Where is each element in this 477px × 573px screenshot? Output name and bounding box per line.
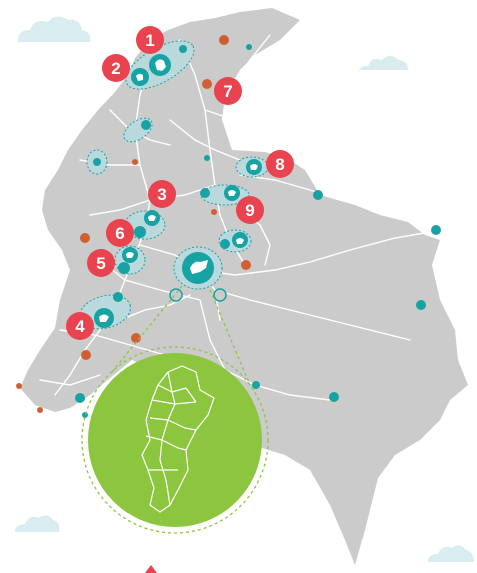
marker-badge (87, 249, 115, 277)
marker-2[interactable]: 2 (102, 54, 130, 82)
marker-label: 6 (115, 224, 124, 243)
cloud-icon (358, 56, 408, 74)
marker-label: 5 (96, 254, 105, 273)
marker-badge (266, 150, 294, 178)
marker-badge (106, 219, 134, 247)
marker-badge (102, 54, 130, 82)
marker-label: 3 (157, 185, 166, 204)
marker-badge (236, 196, 264, 224)
city-dots-teal (75, 44, 441, 418)
marker-5[interactable]: 5 (87, 249, 115, 277)
marker-label: 7 (223, 82, 232, 101)
north-marker (145, 565, 157, 573)
cloud-icon (428, 545, 474, 562)
marker-badge (136, 26, 164, 54)
zoom-connector (111, 285, 251, 386)
numbered-markers: 1 2 3 4 56 7 8 9 (66, 26, 294, 340)
marker-label: 4 (75, 317, 85, 336)
marker-6[interactable]: 6 (106, 219, 134, 247)
marker-badge (214, 77, 242, 105)
country-shape (20, 8, 468, 565)
district-outline (141, 365, 215, 513)
animal-silhouette-icon (99, 59, 258, 322)
city-outline-icon (169, 288, 227, 302)
marker-7[interactable]: 7 (214, 77, 242, 105)
cloud-icon (18, 16, 91, 42)
cloud-icon (15, 515, 60, 532)
city-dots-orange (16, 35, 251, 413)
marker-1[interactable]: 1 (136, 26, 164, 54)
marker-badge (66, 312, 94, 340)
marker-4[interactable]: 4 (66, 312, 94, 340)
marker-label: 2 (111, 59, 120, 78)
marker-8[interactable]: 8 (266, 150, 294, 178)
marker-label: 8 (275, 155, 284, 174)
marker-label: 1 (145, 31, 154, 50)
capital-zoom-inset (81, 346, 269, 534)
marker-3[interactable]: 3 (148, 180, 176, 208)
marker-9[interactable]: 9 (236, 196, 264, 224)
marker-badge (148, 180, 176, 208)
marker-label: 9 (245, 201, 254, 220)
